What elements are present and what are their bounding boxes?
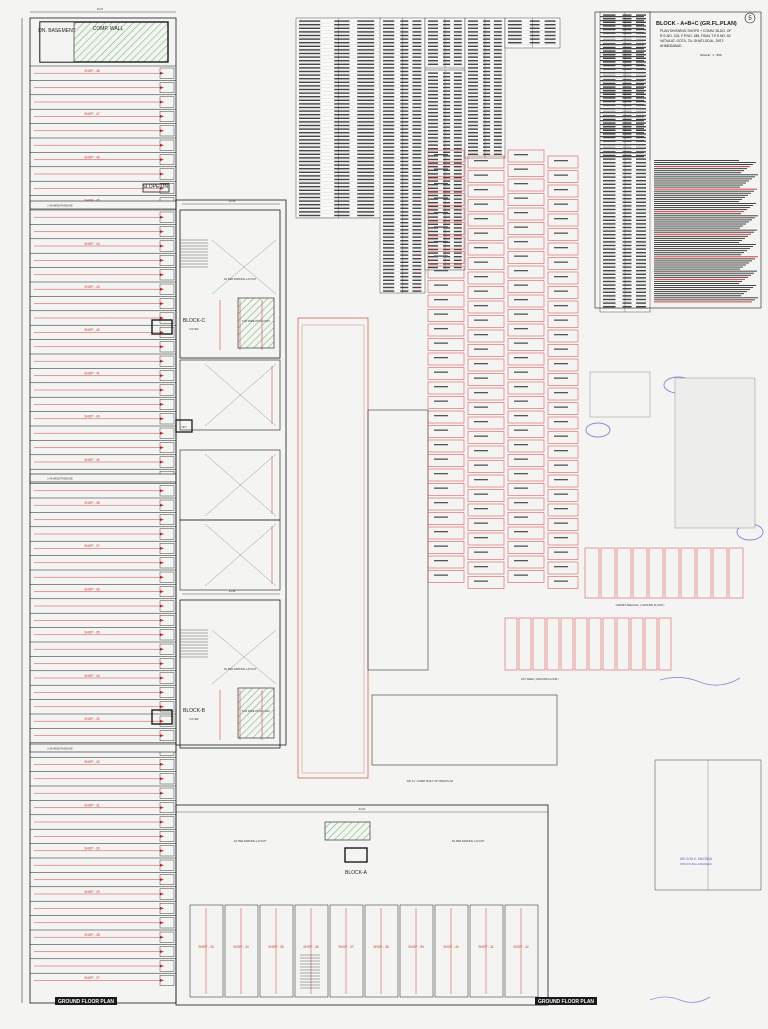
middle-blocks: 6.00 WIDE PATCH WAY BLOCK-C FOYER AS PER PA… [151,199,281,749]
patch-way-label: 6.00 WIDE PATCH WAY [242,709,270,713]
shop-label: SHOP - 31 [84,803,100,807]
shop-label: SHOP - 45 [84,199,100,203]
parking-layout-label: AS PER PARKING LAYOUT [224,667,257,671]
parking-layout-label: AS PER PARKING LAYOUT [224,277,257,281]
shop-label: SHOP - 27 [84,976,100,980]
bottom-shop-label: SHOP - 39 [408,945,424,949]
parking-layout-label: AS PER PARKING LAYOUT [452,839,485,843]
foyer-label: FOYER [190,327,199,331]
slope-down-label: SLOPE DN. [143,184,170,190]
general-notes [600,16,758,303]
shop-label: SHOP - 36 [84,587,100,591]
shop-label: SHOP - 43 [84,285,100,289]
shop-label: SHOP - 48 [84,69,100,73]
bottom-shop-label: SHOP - 42 [513,945,529,949]
block-a-dimension: 42.51 [359,807,366,811]
shop-label: SHOP - 39 [84,458,100,462]
block-label: BLOCK-C [183,318,206,324]
ground-floor-plan-right: GROUND FLOOR PLAN [538,999,594,1005]
bottom-labels: GROUND FLOOR PLAN GROUND FLOOR PLAN [55,997,597,1005]
shop-label: SHOP - 38 [84,501,100,505]
shop-label: SHOP - 44 [84,242,100,246]
left-shops-strip: SHOP - 48 SHOP - 47 SHOP - 46 SHOP - 45 SHOP… [29,65,177,986]
shop-label: SHOP - 41 [84,371,100,375]
shop-label: SHOP - 42 [84,328,100,332]
shop-label: SHOP - 29 [84,890,100,894]
bottom-shop-label: SHOP - 37 [338,945,354,949]
title-block: 5 BLOCK - A+B+C (GR.FL.PLAN) PLAN SHOWIN… [594,11,762,309]
comp-wall-label: COMP. WALL [93,26,124,32]
shop-label: SHOP - 32 [84,760,100,764]
open-space-plan: GR. FL. COMM. BUILT UP OPEN PLAN [297,317,558,783]
shop-label: SHOP - 33 [84,717,100,721]
parking-layout-label: AS PER PARKING LAYOUT [234,839,267,843]
passage-label: 2.49 WIDE PASSAGE [47,204,73,208]
foyer-label: FOYER [190,717,199,721]
shop-label: SHOP - 28 [84,933,100,937]
lift-label: LIFT [181,425,187,429]
bottom-shop-label: SHOP - 40 [443,945,459,949]
engineer-name: NELSON K. MACWAN [680,857,713,861]
block-frames [21,11,549,1006]
engineer-role: STRUCTURAL ENGINEER [680,862,712,866]
shop-label: SHOP - 37 [84,544,100,548]
title-line-4: AHMEDABAD. [660,44,682,48]
bottom-shop-label: SHOP - 35 [268,945,284,949]
open-space-plan-label: GR. FL. COMM. BUILT UP OPEN PLAN [407,779,454,783]
bottom-shop-label: SHOP - 36 [303,945,319,949]
shop-label: SHOP - 40 [84,415,100,419]
bottom-shop-label: SHOP - 33 [198,945,214,949]
sheet-title: BLOCK - A+B+C (GR.FL.PLAN) [656,21,737,27]
carpet-area-diagram: CARPET AREA DIA. ( GROUND FLOOR ) LIFT AR… [427,149,744,681]
lift-area-label: LIFT AREA ( GROUND FLOOR ) [521,677,559,681]
shop-label: SHOP - 34 [84,674,100,678]
passage-label: 2.49 WIDE PASSAGE [47,477,73,481]
comp-wall-block: DN. BASEMENT COMP. WALL 16.27 [38,7,169,63]
bottom-shop-label: SHOP - 38 [373,945,389,949]
shop-label: SHOP - 46 [84,155,100,159]
block-label: BLOCK-B [183,708,206,714]
ground-floor-plan-left: GROUND FLOOR PLAN [58,999,114,1005]
shop-label: SHOP - 35 [84,631,100,635]
sheet-number-circle [744,12,756,24]
bottom-shop-label: SHOP - 34 [233,945,249,949]
shop-label: SHOP - 30 [84,847,100,851]
title-line-3: VATVA AT: GOTA, TA: GHATLODIA , DIST: [660,39,724,43]
scale-note: SCALE : 1 : 500 [700,53,722,57]
top-dimension: 16.27 [97,7,104,11]
block-dimension: 13.99 [229,589,236,593]
shop-label: SHOP - 47 [84,112,100,116]
bottom-shop-label: SHOP - 41 [478,945,494,949]
block-dimension: 13.99 [229,199,236,203]
sheet-number: 5 [748,16,752,22]
block-a-label: BLOCK-A [345,870,368,876]
area-statement-tables [295,11,651,313]
passage-label: 2.49 WIDE PASSAGE [47,747,73,751]
dn-basement-label: DN. BASEMENT [38,28,76,34]
patch-way-label: 6.00 WIDE PATCH WAY [242,319,270,323]
title-line-2: R.S.NO. 233, F.P.NO. 188, FINAL T.P.S.NO… [660,34,731,38]
carpet-area-label: CARPET AREA DIA. ( GROUND FLOOR ) [616,603,665,607]
title-line-1: PLAN SHOWING SHOPS + COMM. BLDG. OF [660,29,732,33]
stamps: NELSON K. MACWAN STRUCTURAL ENGINEER [585,371,764,1003]
